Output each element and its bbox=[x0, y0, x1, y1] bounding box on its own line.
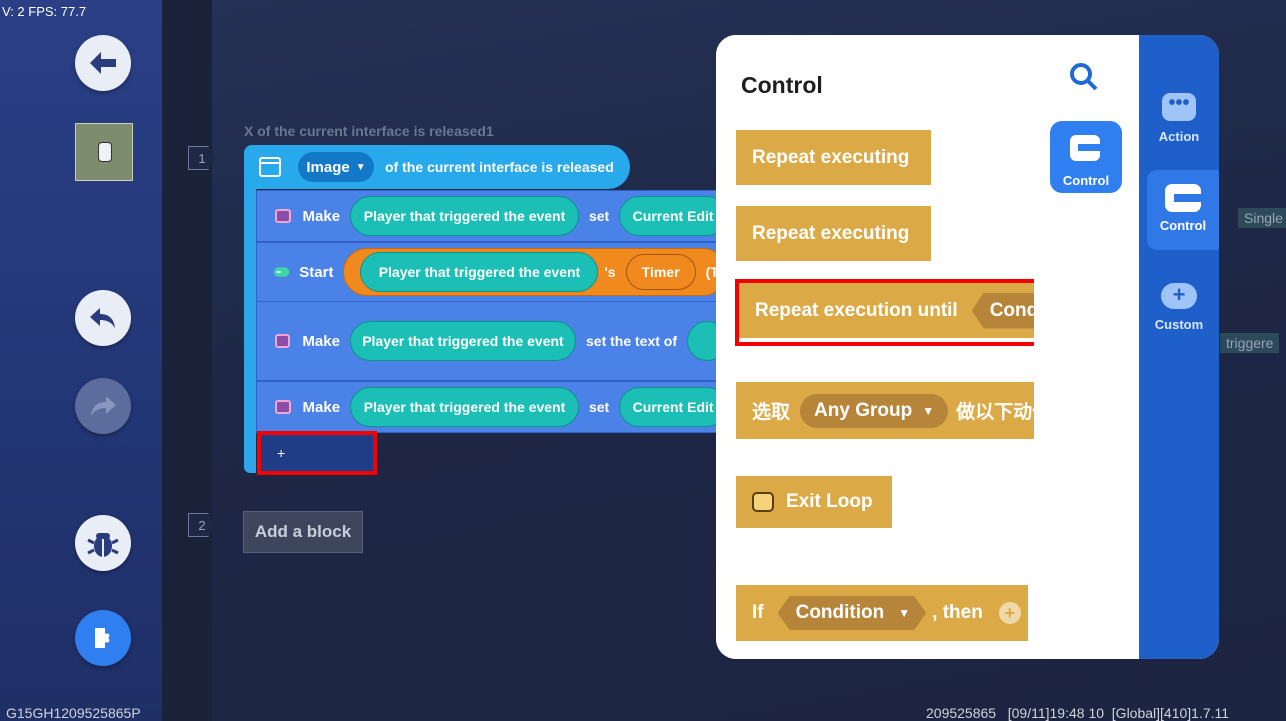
category-label: Control bbox=[1062, 173, 1110, 188]
event-hat-block[interactable]: Image ▼ of the current interface is rele… bbox=[244, 145, 630, 189]
category-control[interactable]: Control bbox=[1147, 170, 1219, 250]
dropdown-label: Image bbox=[306, 158, 350, 176]
row-verb: Make bbox=[302, 207, 341, 225]
action-icon: ••• bbox=[1162, 93, 1196, 121]
exit-loop-block[interactable]: Exit Loop bbox=[736, 476, 892, 528]
repeat-until-block[interactable]: Repeat execution until Condi bbox=[739, 283, 1034, 338]
block-palette-panel: Control Repeat executing Repeat executin… bbox=[716, 35, 1219, 659]
fps-counter: V: 2 FPS: 77.7 bbox=[2, 4, 87, 19]
select-group-block[interactable]: 选取 Any Group ▼ 做以下动作 bbox=[736, 382, 1034, 439]
player-pill[interactable]: Player that triggered the event bbox=[349, 321, 576, 361]
block-suffix: , then bbox=[932, 602, 983, 623]
add-block-button[interactable]: Add a block bbox=[243, 511, 363, 553]
event-title: X of the current interface is released1 bbox=[244, 123, 494, 139]
row-mid-text: 's bbox=[604, 264, 616, 280]
add-action-slot[interactable]: + bbox=[257, 431, 377, 475]
footer-info: 209525865 [09/11]19:48 10 [Global][410]1… bbox=[926, 705, 1230, 721]
row-mid-text: set the text of bbox=[586, 333, 678, 349]
player-pill[interactable]: Player that triggered the event bbox=[360, 252, 599, 292]
row-mid-text: set bbox=[588, 399, 610, 415]
category-bar: ••• Action Control + Custom bbox=[1139, 35, 1219, 659]
category-action[interactable]: ••• Action bbox=[1143, 89, 1215, 159]
back-button[interactable] bbox=[75, 35, 131, 91]
dropdown-label: Condition bbox=[795, 602, 885, 623]
make-icon bbox=[275, 209, 291, 223]
category-label: Control bbox=[1159, 218, 1207, 233]
block-prefix: 选取 bbox=[752, 402, 791, 423]
stack-bar bbox=[244, 189, 256, 473]
group-dropdown[interactable]: Any Group ▼ bbox=[800, 393, 949, 428]
action-row[interactable]: Start Player that triggered the event 's… bbox=[256, 242, 728, 302]
line-number: 1 bbox=[188, 146, 215, 170]
palette-list[interactable]: Control Repeat executing Repeat executin… bbox=[716, 35, 1044, 659]
if-then-block[interactable]: If Condition ▼ , then + bbox=[736, 585, 1028, 641]
category-preview-column: Control bbox=[1034, 35, 1139, 659]
ghost-block-text: triggere bbox=[1220, 333, 1280, 353]
player-pill[interactable]: Player that triggered the event bbox=[350, 196, 579, 236]
timer-pill[interactable]: Player that triggered the event 's Timer… bbox=[343, 248, 727, 296]
block-label: Repeat execution until bbox=[755, 299, 958, 321]
category-selected-badge[interactable]: Control bbox=[1050, 121, 1122, 193]
block-suffix: 做以下动作 bbox=[956, 402, 1034, 423]
debug-button[interactable] bbox=[75, 515, 131, 571]
puzzle-icon bbox=[95, 628, 110, 648]
action-row[interactable]: Make Player that triggered the event set… bbox=[256, 381, 728, 433]
category-label: Custom bbox=[1154, 317, 1204, 332]
action-row[interactable]: Make Player that triggered the event set… bbox=[256, 190, 728, 242]
block-label: If bbox=[752, 602, 764, 623]
condition-dropdown[interactable]: Condition ▼ bbox=[778, 596, 927, 630]
gamepad-icon bbox=[274, 267, 290, 277]
control-icon bbox=[1070, 135, 1100, 161]
row-extra-text: (T bbox=[705, 264, 719, 280]
player-pill[interactable]: Player that triggered the event bbox=[350, 387, 579, 427]
chevron-down-icon: ▼ bbox=[898, 606, 911, 620]
palette-title: Control bbox=[741, 72, 823, 98]
category-custom[interactable]: + Custom bbox=[1143, 279, 1215, 349]
line-gutter bbox=[162, 0, 214, 721]
window-icon bbox=[259, 157, 281, 177]
plus-icon[interactable]: + bbox=[998, 602, 1021, 624]
ghost-block-text: Single bbox=[1238, 208, 1286, 228]
run-button[interactable] bbox=[75, 610, 131, 666]
action-row[interactable]: Make Player that triggered the event set… bbox=[256, 301, 728, 381]
repeat-executing-block[interactable]: Repeat executing bbox=[736, 206, 931, 261]
map-thumbnail[interactable] bbox=[75, 123, 133, 181]
make-icon bbox=[275, 334, 291, 348]
block-label: Exit Loop bbox=[786, 491, 873, 512]
value-pill[interactable]: Current Edit bbox=[619, 196, 727, 236]
category-label: Action bbox=[1158, 129, 1200, 144]
chevron-down-icon: ▼ bbox=[355, 161, 366, 173]
row-verb: Make bbox=[302, 398, 341, 416]
footer-id: G15GH1209525865P bbox=[6, 705, 141, 721]
make-icon bbox=[275, 400, 291, 414]
redo-button[interactable] bbox=[75, 378, 131, 434]
undo-icon bbox=[90, 308, 115, 328]
row-verb: Make bbox=[302, 332, 340, 350]
timer-dropdown[interactable]: Timer bbox=[625, 254, 696, 290]
row-verb: Start bbox=[299, 263, 334, 281]
exit-loop-icon bbox=[752, 492, 774, 512]
cloud-plus-icon: + bbox=[1161, 283, 1197, 309]
control-icon bbox=[1165, 184, 1201, 212]
condition-slot[interactable]: Condi bbox=[971, 292, 1034, 329]
dropdown-label: Any Group bbox=[814, 399, 913, 421]
component-dropdown[interactable]: Image ▼ bbox=[298, 152, 374, 182]
left-sidebar bbox=[0, 0, 162, 721]
arrow-left-icon bbox=[90, 52, 116, 74]
search-icon[interactable] bbox=[1068, 61, 1100, 98]
redo-icon bbox=[91, 396, 116, 416]
line-number: 2 bbox=[188, 513, 215, 537]
repeat-executing-block[interactable]: Repeat executing bbox=[736, 130, 931, 185]
event-text: of the current interface is released bbox=[385, 159, 614, 175]
row-mid-text: set bbox=[588, 208, 610, 224]
undo-button[interactable] bbox=[75, 290, 131, 346]
value-pill[interactable]: Current Edit bbox=[619, 387, 727, 427]
chevron-down-icon: ▼ bbox=[922, 403, 935, 418]
bug-icon bbox=[87, 533, 119, 557]
